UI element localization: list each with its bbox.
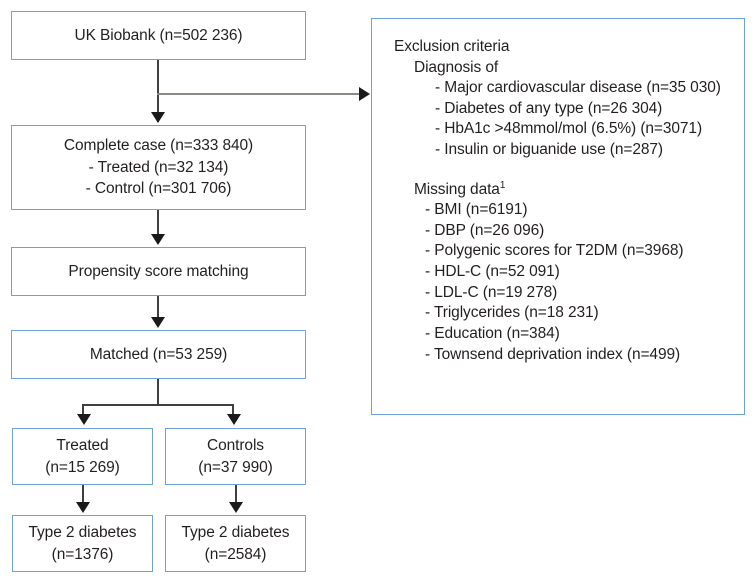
connector-exclusion-stub: [157, 60, 159, 95]
node-matched: Matched (n=53 259): [11, 330, 306, 379]
exclusion-missing-item: - Polygenic scores for T2DM (n=3968): [425, 242, 684, 260]
node-controls: Controls (n=37 990): [165, 428, 306, 485]
exclusion-diagnosis-item: - Insulin or biguanide use (n=287): [435, 141, 663, 159]
exclusion-diagnosis-item: - Major cardiovascular disease (n=35 030…: [435, 79, 721, 97]
connector-split-right-drop: [232, 404, 234, 416]
node-propensity-score-matching: Propensity score matching: [11, 247, 306, 296]
arrowhead-down-psm: [151, 234, 165, 245]
node-type-2-diabetes-controls-line-1: Type 2 diabetes: [181, 524, 290, 542]
node-controls-line-1: Controls: [207, 437, 264, 455]
exclusion-missing-heading: Missing data1: [394, 180, 734, 201]
node-exclusion-criteria: Exclusion criteria Diagnosis of - Major …: [371, 18, 745, 415]
node-complete-case-line-1: Complete case (n=333 840): [63, 137, 254, 155]
exclusion-diagnosis-item: - Diabetes of any type (n=26 304): [435, 99, 663, 117]
exclusion-missing-item: - Townsend deprivation index (n=499): [425, 345, 681, 363]
exclusion-missing-item: - Education (n=384): [425, 324, 560, 342]
node-type-2-diabetes-treated-line-1: Type 2 diabetes: [28, 524, 137, 542]
node-matched-line-1: Matched (n=53 259): [89, 345, 228, 363]
exclusion-missing-item: - DBP (n=26 096): [425, 221, 545, 239]
arrowhead-right-exclusion: [359, 87, 370, 101]
exclusion-missing-item: - LDL-C (n=19 278): [425, 283, 558, 301]
connector-treated-to-outcome: [82, 485, 84, 505]
exclusion-missing-item: - HDL-C (n=52 091): [425, 263, 560, 281]
exclusion-missing-heading-footnote-marker: 1: [499, 179, 506, 191]
arrowhead-down-treated-outcome: [76, 502, 90, 513]
connector-split-left-drop: [82, 404, 84, 416]
exclusion-diagnosis-heading: Diagnosis of: [414, 58, 499, 76]
node-type-2-diabetes-controls: Type 2 diabetes (n=2584): [165, 515, 306, 572]
arrowhead-down-controls: [227, 414, 241, 425]
connector-matched-split-bar: [82, 404, 233, 406]
exclusion-diagnosis-item: - HbA1c >48mmol/mol (6.5%) (n=3071): [435, 120, 703, 138]
node-type-2-diabetes-treated: Type 2 diabetes (n=1376): [12, 515, 153, 572]
exclusion-missing-item: - BMI (n=6191): [425, 201, 528, 219]
connector-to-exclusion-panel: [157, 93, 360, 95]
arrowhead-down-controls-outcome: [229, 502, 243, 513]
node-uk-biobank: UK Biobank (n=502 236): [11, 11, 306, 60]
node-complete-case-line-2: - Treated (n=32 134): [88, 158, 229, 176]
exclusion-section-spacer: [394, 161, 734, 180]
connector-psm-to-matched: [157, 296, 159, 319]
node-propensity-score-matching-line-1: Propensity score matching: [68, 262, 249, 280]
node-type-2-diabetes-treated-line-2: (n=1376): [51, 545, 114, 563]
node-uk-biobank-line-1: UK Biobank (n=502 236): [74, 26, 243, 44]
node-controls-line-2: (n=37 990): [198, 458, 273, 476]
exclusion-missing-heading-text: Missing data: [414, 180, 500, 198]
connector-complete-case-to-psm: [157, 210, 159, 236]
node-complete-case: Complete case (n=333 840) - Treated (n=3…: [11, 125, 306, 210]
connector-controls-to-outcome: [235, 485, 237, 505]
exclusion-heading: Exclusion criteria: [394, 38, 510, 55]
arrowhead-down-treated: [77, 414, 91, 425]
arrowhead-down-complete-case: [151, 112, 165, 123]
exclusion-missing-item: - Triglycerides (n=18 231): [425, 304, 599, 322]
node-treated-line-2: (n=15 269): [45, 458, 120, 476]
node-treated-line-1: Treated: [56, 437, 109, 455]
node-type-2-diabetes-controls-line-2: (n=2584): [204, 545, 267, 563]
node-complete-case-line-3: - Control (n=301 706): [85, 180, 232, 198]
arrowhead-down-matched: [151, 317, 165, 328]
connector-matched-split-stem: [157, 379, 159, 406]
node-treated: Treated (n=15 269): [12, 428, 153, 485]
